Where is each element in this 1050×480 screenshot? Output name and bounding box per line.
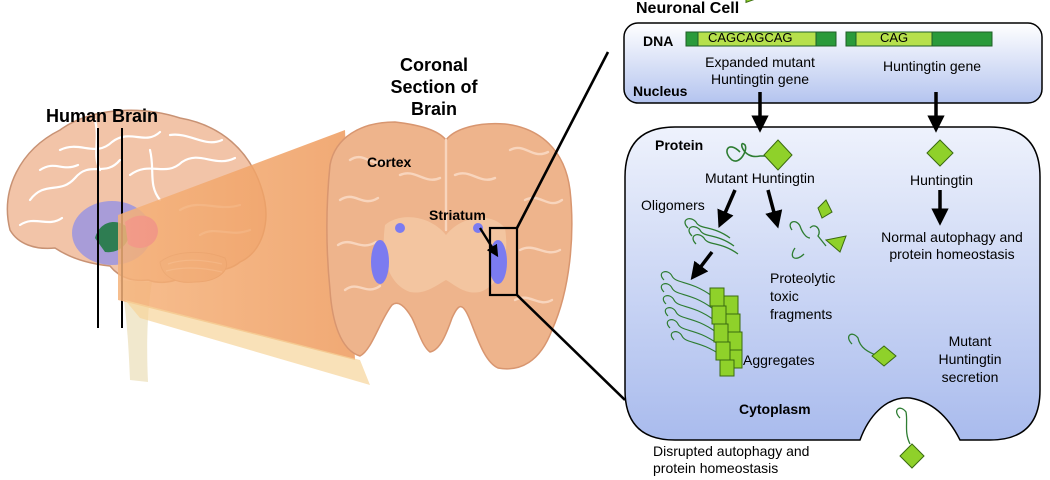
arrow-to-aggregates [690, 250, 714, 280]
proteolytic-label-line-1: Proteolytic [770, 270, 836, 286]
secretion-label-line-2: Huntingtin [938, 351, 1002, 367]
normal-autophagy-label-line-2: protein homeostasis [889, 246, 1015, 262]
striatum-label: Striatum [429, 207, 486, 223]
secreted-huntingtin-icon [896, 407, 925, 469]
mutant-gene-label-line-2: Huntingtin gene [710, 71, 810, 87]
mutant-huntingtin-protein-icon [726, 139, 793, 171]
proteolytic-fragments-icon [789, 199, 847, 259]
disrupted-autophagy-label-line-1: Disrupted autophagy and [653, 443, 810, 459]
coronal-section-illustration [326, 121, 573, 370]
huntingtin-protein-icon [926, 139, 954, 167]
normal-cag-sequence: CAG [880, 30, 909, 45]
normal-dna-bar [845, 31, 993, 47]
normal-autophagy-label-line-1: Normal autophagy and [881, 229, 1023, 245]
proteolytic-label-line-3: fragments [770, 306, 833, 322]
coronal-title-line-2: Section of [390, 77, 478, 97]
nucleus-label: Nucleus [633, 83, 688, 99]
normal-gene-label: Huntingtin gene [882, 58, 982, 74]
disrupted-autophagy-label-line-2: protein homeostasis [653, 460, 779, 476]
mutant-cag-sequence: CAGCAGCAG [708, 30, 793, 45]
protein-label: Protein [655, 137, 704, 153]
dna-label: DNA [643, 33, 674, 49]
proteolytic-label-line-2: toxic [770, 288, 799, 304]
cytoplasm-label: Cytoplasm [739, 401, 811, 417]
arrow-to-oligomers [717, 189, 737, 229]
coronal-title-line-1: Coronal [399, 55, 468, 75]
mutant-gene-label-line-1: Expanded mutant [705, 54, 815, 70]
zoom-line-top [515, 51, 610, 229]
huntingtin-label: Huntingtin [910, 172, 974, 188]
mutant-dna-bar [685, 31, 837, 47]
secretion-label-line-3: secretion [941, 369, 999, 385]
mutant-huntingtin-label: Mutant Huntingtin [705, 170, 815, 186]
oligomers-icon [684, 0, 761, 255]
cortex-label: Cortex [367, 154, 412, 170]
aggregates-icon [660, 271, 743, 377]
neuronal-cell-title: Neuronal Cell [636, 0, 740, 17]
aggregates-label: Aggregates [743, 352, 815, 368]
projection-fan-lower [125, 300, 370, 385]
mutant-huntingtin-secretion-icon [848, 333, 897, 367]
projection-fan [118, 130, 355, 360]
arrow-to-fragments [765, 189, 783, 229]
zoom-line-bottom [516, 294, 626, 401]
oligomers-label: Oligomers [641, 197, 705, 213]
human-brain-label: Human Brain [46, 106, 159, 126]
secretion-label-line-1: Mutant [948, 333, 992, 349]
coronal-title-line-3: Brain [410, 99, 457, 119]
